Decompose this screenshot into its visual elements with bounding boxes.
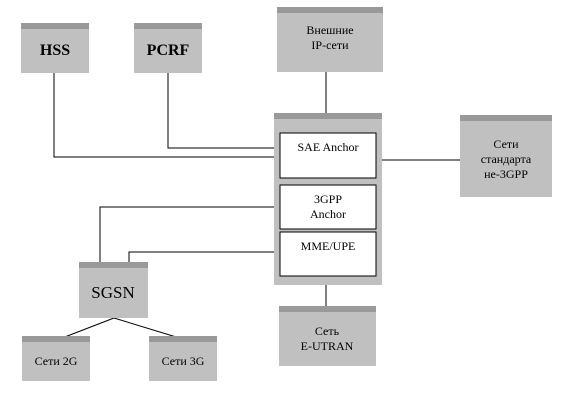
link-hss-sae [53,73,278,158]
sae-anchor-label: SAE Anchor [298,140,359,154]
3gpp-anchor-label-1: 3GPP [314,192,342,206]
pcrf-node: PCRF [134,23,202,73]
non3gpp-node: Сети стандарта не-3GPP [460,115,552,197]
3gpp-anchor-box [279,184,377,230]
mme-upe-box [279,231,377,277]
net3g-label: Сети 3G [162,354,205,368]
eutran-node: Сеть E-UTRAN [279,306,376,366]
non3gpp-label-3: не-3GPP [484,167,528,181]
non3gpp-label-1: Сети [493,137,519,151]
external-ip-node: Внешние IP-сети [277,7,383,72]
hss-label: HSS [40,42,70,59]
connections [53,72,463,341]
sgsn-label: SGSN [91,283,134,302]
eutran-label-1: Сеть [315,324,340,338]
non3gpp-label-2: стандарта [481,152,532,166]
eutran-label-2: E-UTRAN [301,339,354,353]
3gpp-anchor-label-2: Anchor [310,207,346,221]
net3g-node: Сети 3G [149,336,217,381]
external-ip-label-2: IP-сети [311,38,349,52]
mme-upe-label: MME/UPE [301,239,356,253]
link-3gpp-sgsn [99,206,278,266]
link-mme-sgsn [128,251,278,266]
link-pcrf-sae [167,73,278,149]
hss-node: HSS [21,23,89,73]
pcrf-label: PCRF [147,42,190,59]
sae-anchor-box [279,132,377,179]
net2g-node: Сети 2G [22,336,90,381]
net2g-label: Сети 2G [35,354,78,368]
sgsn-node: SGSN [79,262,148,318]
core-node: SAE Anchor 3GPP Anchor MME/UPE [274,113,382,285]
external-ip-label-1: Внешние [306,23,353,37]
